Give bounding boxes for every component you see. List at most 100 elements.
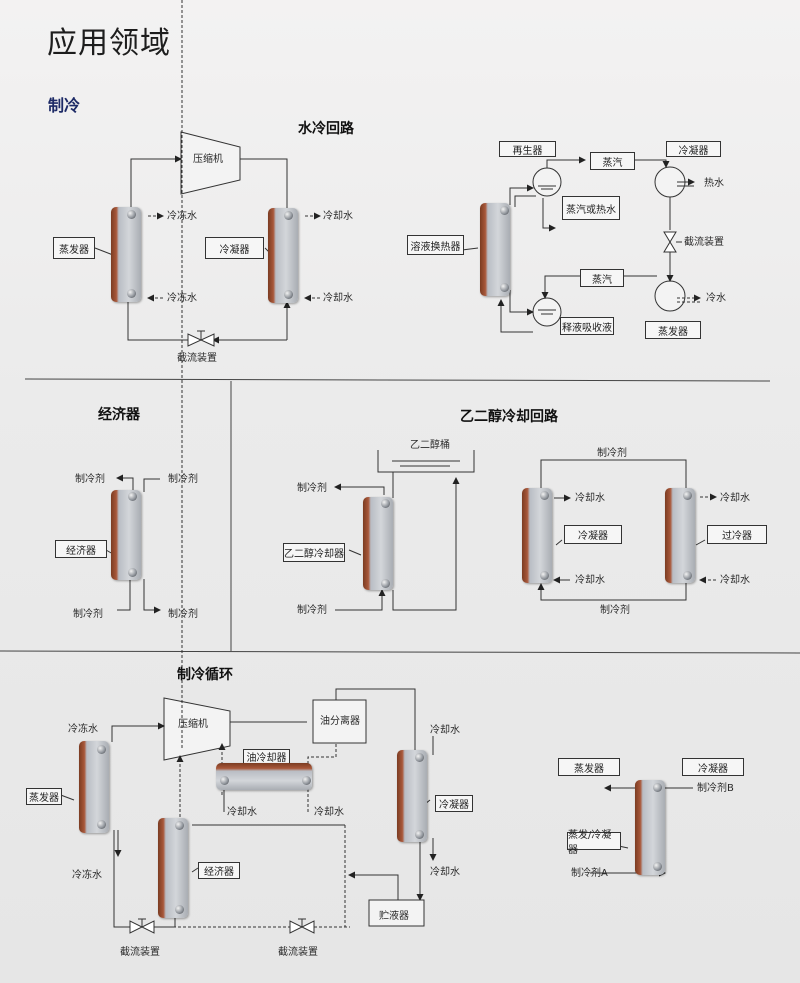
glycol-cw2-out: 冷却水 xyxy=(720,493,750,504)
cycle-throttle-2: 截流装置 xyxy=(278,947,318,958)
divider-2 xyxy=(0,650,800,654)
port xyxy=(683,491,692,500)
cycle-evaporator-hx xyxy=(79,741,109,833)
glycol-cw2-in: 冷却水 xyxy=(720,575,750,586)
oc-cw-out: 冷却水 xyxy=(314,807,344,818)
compressor-label: 压缩机 xyxy=(193,154,223,165)
port xyxy=(127,210,136,219)
evap-cond-callout: 蒸发/冷凝器 xyxy=(567,830,621,856)
glycol-tank-label: 乙二醇桶 xyxy=(410,440,450,451)
glycol-cooler-hx xyxy=(363,497,393,590)
dual-evaporator-box: 蒸发器 xyxy=(558,758,620,776)
compressor-shape xyxy=(180,131,241,195)
glycol-cooler-callout: 乙二醇冷却器 xyxy=(283,543,345,562)
cycle-chilled-out: 冷冻水 xyxy=(72,870,102,881)
solution-hx xyxy=(480,203,510,296)
eco-ref-tl: 制冷剂 xyxy=(75,474,105,485)
cooling-water-out: 冷却水 xyxy=(323,211,353,222)
page-title: 应用领域 xyxy=(47,26,171,61)
ref-a-label: 制冷剂A xyxy=(571,868,608,879)
water-loop-title: 水冷回路 xyxy=(298,121,354,137)
oil-cooler-hx xyxy=(216,763,312,790)
economizer-callout: 经济器 xyxy=(55,540,107,558)
port xyxy=(381,579,390,588)
economizer-title: 经济器 xyxy=(98,407,140,423)
subcooler-callout: 过冷器 xyxy=(707,525,767,544)
glycol-ref-out: 制冷剂 xyxy=(297,483,327,494)
steam-bottom-box: 蒸汽 xyxy=(580,269,624,287)
abs-throttle-label: 截流装置 xyxy=(684,237,724,248)
ref-b-label: 制冷剂B xyxy=(697,783,734,794)
port xyxy=(97,745,106,754)
cycle-evaporator-callout: 蒸发器 xyxy=(26,788,62,805)
port xyxy=(653,862,662,871)
port xyxy=(302,776,311,785)
port xyxy=(284,290,293,299)
chilled-water-out: 冷冻水 xyxy=(167,211,197,222)
port xyxy=(175,821,184,830)
port xyxy=(653,783,662,792)
evaporator-hx xyxy=(111,207,141,302)
port xyxy=(127,289,136,298)
solution-hx-box: 溶液换热器 xyxy=(407,235,464,255)
port xyxy=(540,491,549,500)
port xyxy=(97,820,106,829)
cond-cw-out: 冷却水 xyxy=(430,867,460,878)
steam-top-box: 蒸汽 xyxy=(590,152,635,170)
cycle-compressor-label: 压缩机 xyxy=(178,719,208,730)
eco-ref-tr: 制冷剂 xyxy=(168,474,198,485)
glycol-ref-bottom: 制冷剂 xyxy=(600,605,630,616)
dual-hx xyxy=(635,780,665,875)
abs-evaporator-box: 蒸发器 xyxy=(645,321,701,339)
port xyxy=(540,571,549,580)
glycol-ref-top: 制冷剂 xyxy=(597,448,627,459)
eco-ref-br: 制冷剂 xyxy=(168,609,198,620)
port xyxy=(220,776,229,785)
port xyxy=(128,492,137,501)
port xyxy=(415,830,424,839)
cooling-water-in: 冷却水 xyxy=(323,293,353,304)
glycol-title: 乙二醇冷却回路 xyxy=(460,409,558,425)
section-heading: 制冷 xyxy=(48,96,81,115)
receiver-label: 贮液器 xyxy=(379,911,409,922)
oil-separator-label: 油分离器 xyxy=(320,716,360,727)
divider-1 xyxy=(24,378,771,382)
eco-ref-bl: 制冷剂 xyxy=(73,609,103,620)
cold-water-label: 冷水 xyxy=(706,293,726,304)
chilled-water-in: 冷冻水 xyxy=(167,293,197,304)
hot-water-label: 热水 xyxy=(704,178,724,189)
cycle-condenser-hx xyxy=(397,750,427,842)
port xyxy=(381,499,390,508)
regenerator-box: 再生器 xyxy=(499,141,556,157)
condenser-hx xyxy=(268,208,298,303)
abs-condenser-box: 冷凝器 xyxy=(666,141,721,157)
glycol-condenser-hx xyxy=(522,488,552,583)
steam-or-hot-water-box: 蒸汽或热水 xyxy=(562,196,620,220)
evaporator-callout: 蒸发器 xyxy=(53,237,95,259)
subcooler-hx xyxy=(665,488,695,583)
port xyxy=(415,753,424,762)
oc-cw-in: 冷却水 xyxy=(227,807,257,818)
glycol-ref-in: 制冷剂 xyxy=(297,605,327,616)
port xyxy=(128,568,137,577)
cycle-chilled-in: 冷冻水 xyxy=(68,724,98,735)
port xyxy=(500,206,509,215)
condenser-callout: 冷凝器 xyxy=(205,237,264,259)
glycol-condenser-callout: 冷凝器 xyxy=(564,525,622,544)
dual-condenser-box: 冷凝器 xyxy=(682,758,744,776)
cycle-condenser-callout: 冷凝器 xyxy=(435,795,473,812)
port xyxy=(683,571,692,580)
cycle-economizer-callout: 经济器 xyxy=(198,862,240,879)
cycle-economizer-hx xyxy=(158,818,188,918)
port xyxy=(284,211,293,220)
economizer-hx xyxy=(111,490,141,580)
dilute-absorbent-box: 释液吸收液 xyxy=(560,317,614,335)
glycol-cw1-out: 冷却水 xyxy=(575,493,605,504)
port xyxy=(500,283,509,292)
oil-cooler-box: 油冷却器 xyxy=(243,749,290,764)
cond-cw-in: 冷却水 xyxy=(430,725,460,736)
cycle-title: 制冷循环 xyxy=(177,667,233,683)
glycol-cw1-in: 冷却水 xyxy=(575,575,605,586)
